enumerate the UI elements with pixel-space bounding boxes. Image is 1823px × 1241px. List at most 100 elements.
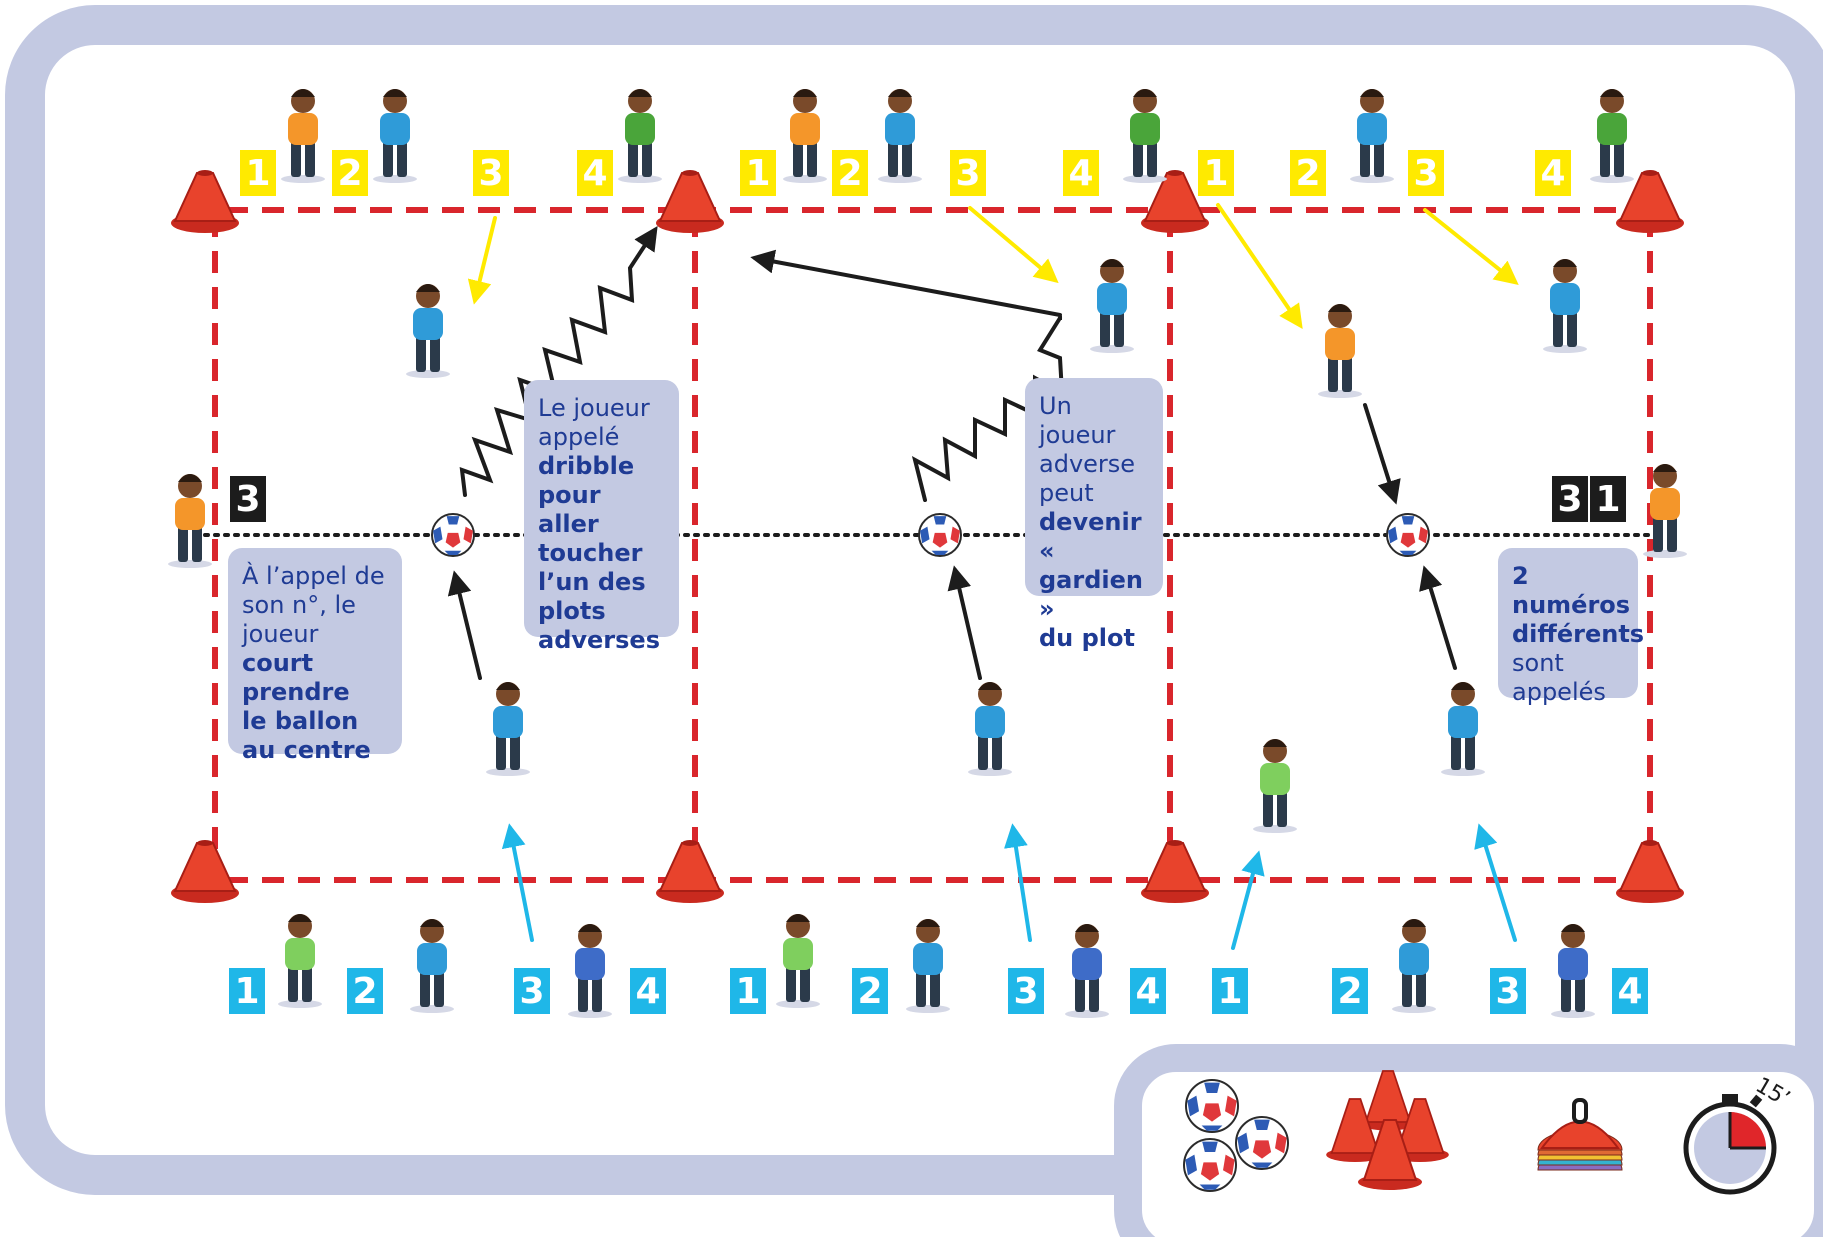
player-figure <box>568 924 612 1018</box>
team-cyan-number-badge: 3 <box>514 968 550 1014</box>
player-figure <box>968 682 1012 776</box>
team-cyan-number-badge: 2 <box>347 968 383 1014</box>
cone-icon <box>656 170 724 233</box>
team-cyan-number-badge: 4 <box>630 968 666 1014</box>
player-figure <box>1643 464 1687 558</box>
flat-markers-icon <box>1537 1098 1623 1171</box>
arrow-yellow-2 <box>968 206 1059 284</box>
arrow-black-run-1 <box>447 570 482 680</box>
equipment-icons <box>1183 1070 1777 1195</box>
callout-goalkeeper: Un joueur adverse peut devenir « gardien… <box>1025 378 1163 652</box>
team-yellow-number-badge: 1 <box>1198 150 1234 196</box>
ball-icon <box>1235 1116 1289 1170</box>
team-yellow-number-badge: 3 <box>950 150 986 196</box>
cones-icon <box>1326 1070 1449 1190</box>
players-layer <box>168 89 1687 1018</box>
player-figure <box>1441 682 1485 776</box>
player-figure <box>1392 919 1436 1013</box>
arrow-black-keeper <box>750 249 1062 317</box>
arrow-black-run-4 <box>1363 403 1401 505</box>
ball-icon <box>1386 513 1430 557</box>
equipment-frame <box>1114 1044 1823 1241</box>
arrow-black-run-2 <box>947 565 982 680</box>
cone-icon <box>1141 840 1209 903</box>
team-yellow-number-badge: 1 <box>240 150 276 196</box>
team-cyan-number-badge: 4 <box>1130 968 1166 1014</box>
ball-icon <box>918 513 962 557</box>
player-figure <box>618 89 662 183</box>
callout-dribble: Le joueur appelé dribble pour aller touc… <box>524 380 679 654</box>
team-yellow-number-badge: 2 <box>832 150 868 196</box>
ball-icon <box>1183 1138 1237 1192</box>
called-number-badge: 3 <box>230 476 266 522</box>
team-cyan-number-badge: 1 <box>1212 968 1248 1014</box>
arrow-cyan-3 <box>1231 850 1265 950</box>
player-figure <box>776 914 820 1008</box>
player-figure <box>278 914 322 1008</box>
team-cyan-number-badge: 3 <box>1008 968 1044 1014</box>
arrow-cyan-1 <box>501 823 534 942</box>
cone-icon <box>171 170 239 233</box>
team-yellow-number-badge: 4 <box>1063 150 1099 196</box>
arrow-cyan-4 <box>1474 823 1517 942</box>
cone-icon <box>1141 170 1209 233</box>
ball-icon <box>1185 1079 1239 1133</box>
player-figure <box>1551 924 1595 1018</box>
team-cyan-number-badge: 3 <box>1490 968 1526 1014</box>
arrow-yellow-3 <box>1216 203 1303 329</box>
player-figure <box>783 89 827 183</box>
player-figure <box>1253 739 1297 833</box>
cones-layer <box>171 170 1684 903</box>
team-cyan-number-badge: 4 <box>1612 968 1648 1014</box>
cone-icon <box>1326 1098 1384 1162</box>
outer-frame <box>5 5 1823 1195</box>
arrow-cyan-2 <box>1004 823 1032 942</box>
player-figure <box>168 474 212 568</box>
team-cyan-number-badge: 1 <box>730 968 766 1014</box>
player-figure <box>281 89 325 183</box>
called-number-badge: 1 <box>1590 476 1626 522</box>
team-yellow-number-badge: 4 <box>577 150 613 196</box>
cone-icon <box>1616 840 1684 903</box>
team-yellow-number-badge: 2 <box>332 150 368 196</box>
player-figure <box>1065 924 1109 1018</box>
cone-icon <box>171 840 239 903</box>
team-yellow-number-badge: 2 <box>1290 150 1326 196</box>
player-figure <box>406 284 450 378</box>
team-yellow-number-badge: 3 <box>473 150 509 196</box>
player-figure <box>410 919 454 1013</box>
cone-icon <box>1358 1119 1422 1190</box>
stopwatch-elapsed <box>1730 1112 1766 1148</box>
arrow-yellow-4 <box>1423 208 1519 285</box>
team-yellow-number-badge: 4 <box>1535 150 1571 196</box>
cone-icon <box>656 840 724 903</box>
player-figure <box>1543 259 1587 353</box>
team-yellow-number-badge: 1 <box>740 150 776 196</box>
equipment-panel <box>1114 1044 1823 1241</box>
balls-layer <box>431 513 1430 557</box>
ball-icon <box>431 513 475 557</box>
arrows-layer <box>447 203 1519 950</box>
player-figure <box>906 919 950 1013</box>
team-cyan-number-badge: 1 <box>229 968 265 1014</box>
cone-icon <box>1616 170 1684 233</box>
callout-two-numbers: 2 numéros différents sont appelés <box>1498 548 1644 706</box>
player-figure <box>486 682 530 776</box>
called-number-badge: 3 <box>1552 476 1588 522</box>
player-figure <box>1090 259 1134 353</box>
callout-run-to-ball: À l’appel de son n°, le joueur court pre… <box>228 548 402 764</box>
player-figure <box>1350 89 1394 183</box>
team-cyan-number-badge: 2 <box>1332 968 1368 1014</box>
arrow-black-run-3 <box>1419 565 1457 670</box>
arrow-yellow-1 <box>467 216 497 305</box>
team-cyan-number-badge: 2 <box>852 968 888 1014</box>
player-figure <box>1123 89 1167 183</box>
team-yellow-number-badge: 3 <box>1408 150 1444 196</box>
arrow-dribble-2 <box>911 316 1065 502</box>
player-figure <box>373 89 417 183</box>
player-figure <box>1318 304 1362 398</box>
stopwatch-icon <box>1683 1094 1777 1195</box>
player-figure <box>878 89 922 183</box>
